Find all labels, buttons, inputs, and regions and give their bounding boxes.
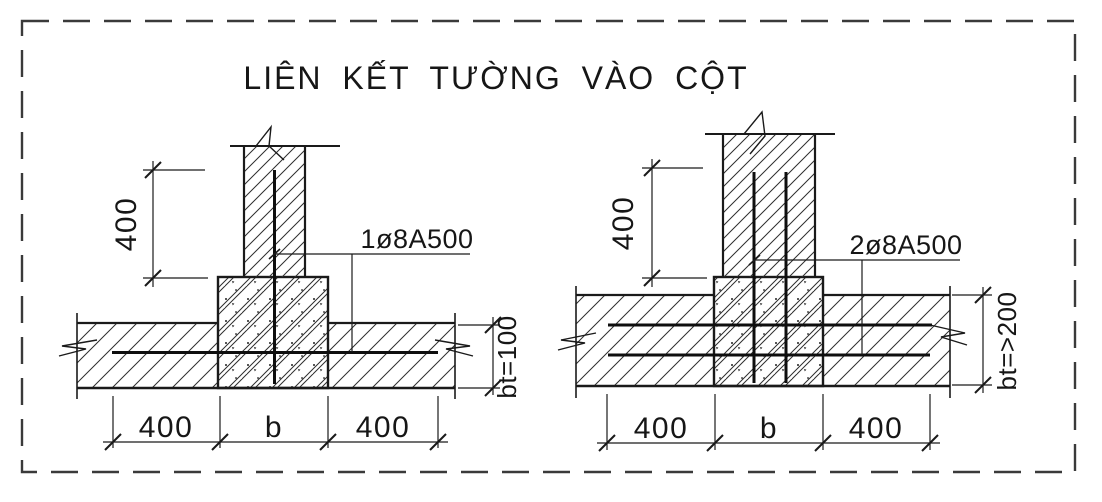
dim-tick bbox=[104, 433, 122, 451]
wall-thickness-label: bt=100 bbox=[492, 315, 522, 398]
break-mark bbox=[743, 110, 766, 155]
wall-hatch-left bbox=[77, 323, 218, 388]
bottom-dimension-chain: 400 b 400 bbox=[103, 396, 448, 451]
drawing-title: LIÊN KẾT TƯỜNG VÀO CỘT bbox=[243, 60, 748, 96]
dim-tick bbox=[144, 269, 162, 287]
left-detail: 400 1ø8A500 400 b 400 bbox=[58, 124, 522, 451]
break-mark bbox=[58, 339, 98, 357]
dim-text-400-vertical: 400 bbox=[607, 196, 640, 251]
dim-tick bbox=[598, 434, 616, 452]
dim-text-400-left: 400 bbox=[139, 411, 194, 444]
rebar-leader: 2ø8A500 bbox=[748, 230, 962, 355]
dim-text-400-right: 400 bbox=[849, 412, 904, 445]
dim-tick bbox=[144, 161, 162, 179]
column-height-dimension: 400 bbox=[110, 161, 208, 287]
dim-tick bbox=[484, 379, 502, 397]
dim-tick bbox=[319, 433, 337, 451]
break-mark bbox=[434, 339, 474, 357]
dim-text-b: b bbox=[760, 412, 778, 445]
leader-tick bbox=[748, 254, 761, 266]
dim-text-400-vertical: 400 bbox=[110, 197, 143, 252]
dim-tick bbox=[706, 434, 724, 452]
leader-tick bbox=[268, 248, 281, 260]
rebar-label: 2ø8A500 bbox=[849, 230, 962, 260]
rebar-leader: 1ø8A500 bbox=[268, 224, 473, 352]
dim-tick bbox=[974, 376, 992, 394]
footing-block bbox=[712, 275, 825, 388]
dim-tick bbox=[814, 434, 832, 452]
dim-tick bbox=[211, 433, 229, 451]
rebar-label: 1ø8A500 bbox=[360, 224, 473, 254]
dim-tick bbox=[643, 159, 661, 177]
wall-hatch-right bbox=[823, 295, 950, 386]
dim-text-400-right: 400 bbox=[356, 411, 411, 444]
dim-text-b: b bbox=[265, 411, 283, 444]
dim-tick bbox=[974, 286, 992, 304]
wall-thickness-label: bt=>200 bbox=[992, 292, 1022, 391]
column-height-dimension: 400 bbox=[607, 159, 707, 287]
dim-tick bbox=[643, 269, 661, 287]
break-mark bbox=[929, 324, 968, 346]
break-mark bbox=[557, 332, 597, 351]
wall-hatch-right bbox=[328, 323, 455, 388]
wall-thickness-dimension: bt=100 bbox=[458, 315, 522, 399]
dim-tick bbox=[429, 433, 447, 451]
break-mark bbox=[255, 124, 285, 161]
bottom-dimension-chain: 400 b 400 bbox=[597, 394, 940, 452]
dim-tick bbox=[921, 434, 939, 452]
wall-thickness-dimension: bt=>200 bbox=[952, 286, 1022, 394]
right-detail: 400 2ø8A500 400 b 400 bbox=[557, 110, 1022, 452]
dim-text-400-left: 400 bbox=[634, 412, 689, 445]
dim-tick bbox=[484, 316, 502, 334]
wall-hatch-left bbox=[576, 295, 714, 386]
sheet-dashed-border bbox=[20, 19, 1077, 474]
column-hatch bbox=[723, 135, 815, 277]
